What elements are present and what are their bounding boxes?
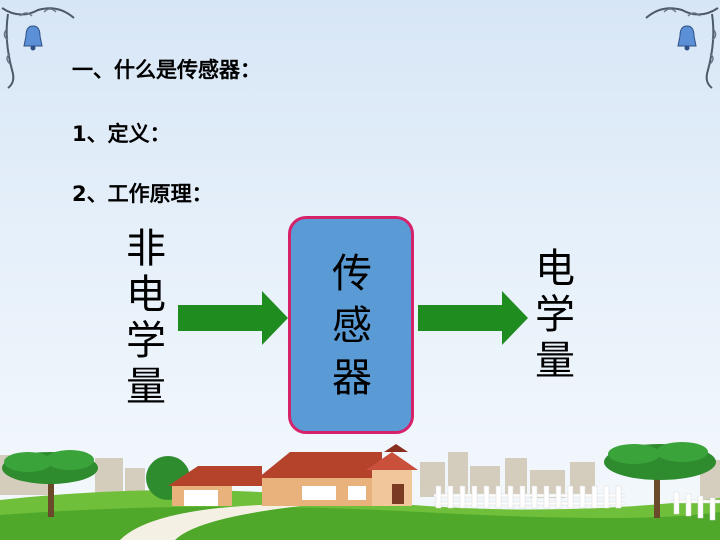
non-electrical-quantity-label: 非 电 学 量 <box>121 226 171 410</box>
garden-path <box>120 503 330 540</box>
electrical-quantity-label: 电 学 量 <box>530 246 580 384</box>
box-char: 感 <box>332 303 372 349</box>
small-house <box>168 466 262 506</box>
input-arrow <box>178 291 288 345</box>
output-char: 电 <box>535 246 575 292</box>
working-principle-heading: 2、工作原理： <box>72 182 213 206</box>
box-char: 传 <box>332 251 372 297</box>
definition-heading: 1、定义： <box>72 122 171 146</box>
sensor-label: 传 感 器 <box>325 248 379 404</box>
main-house <box>258 444 418 506</box>
output-char: 学 <box>535 292 575 338</box>
input-char: 非 <box>126 226 166 272</box>
left-tree <box>2 450 98 517</box>
input-char: 学 <box>126 318 166 364</box>
box-char: 器 <box>332 355 372 401</box>
right-tree <box>604 442 716 518</box>
sensor-box <box>288 216 414 434</box>
output-arrow <box>418 291 528 345</box>
input-char: 电 <box>126 272 166 318</box>
output-char: 量 <box>535 338 575 384</box>
picket-fence <box>433 485 720 521</box>
bell-ornament-icon <box>645 7 719 89</box>
slide-title: 一、什么是传感器： <box>72 58 261 82</box>
input-char: 量 <box>126 364 166 410</box>
bell-ornament-icon <box>1 7 75 89</box>
